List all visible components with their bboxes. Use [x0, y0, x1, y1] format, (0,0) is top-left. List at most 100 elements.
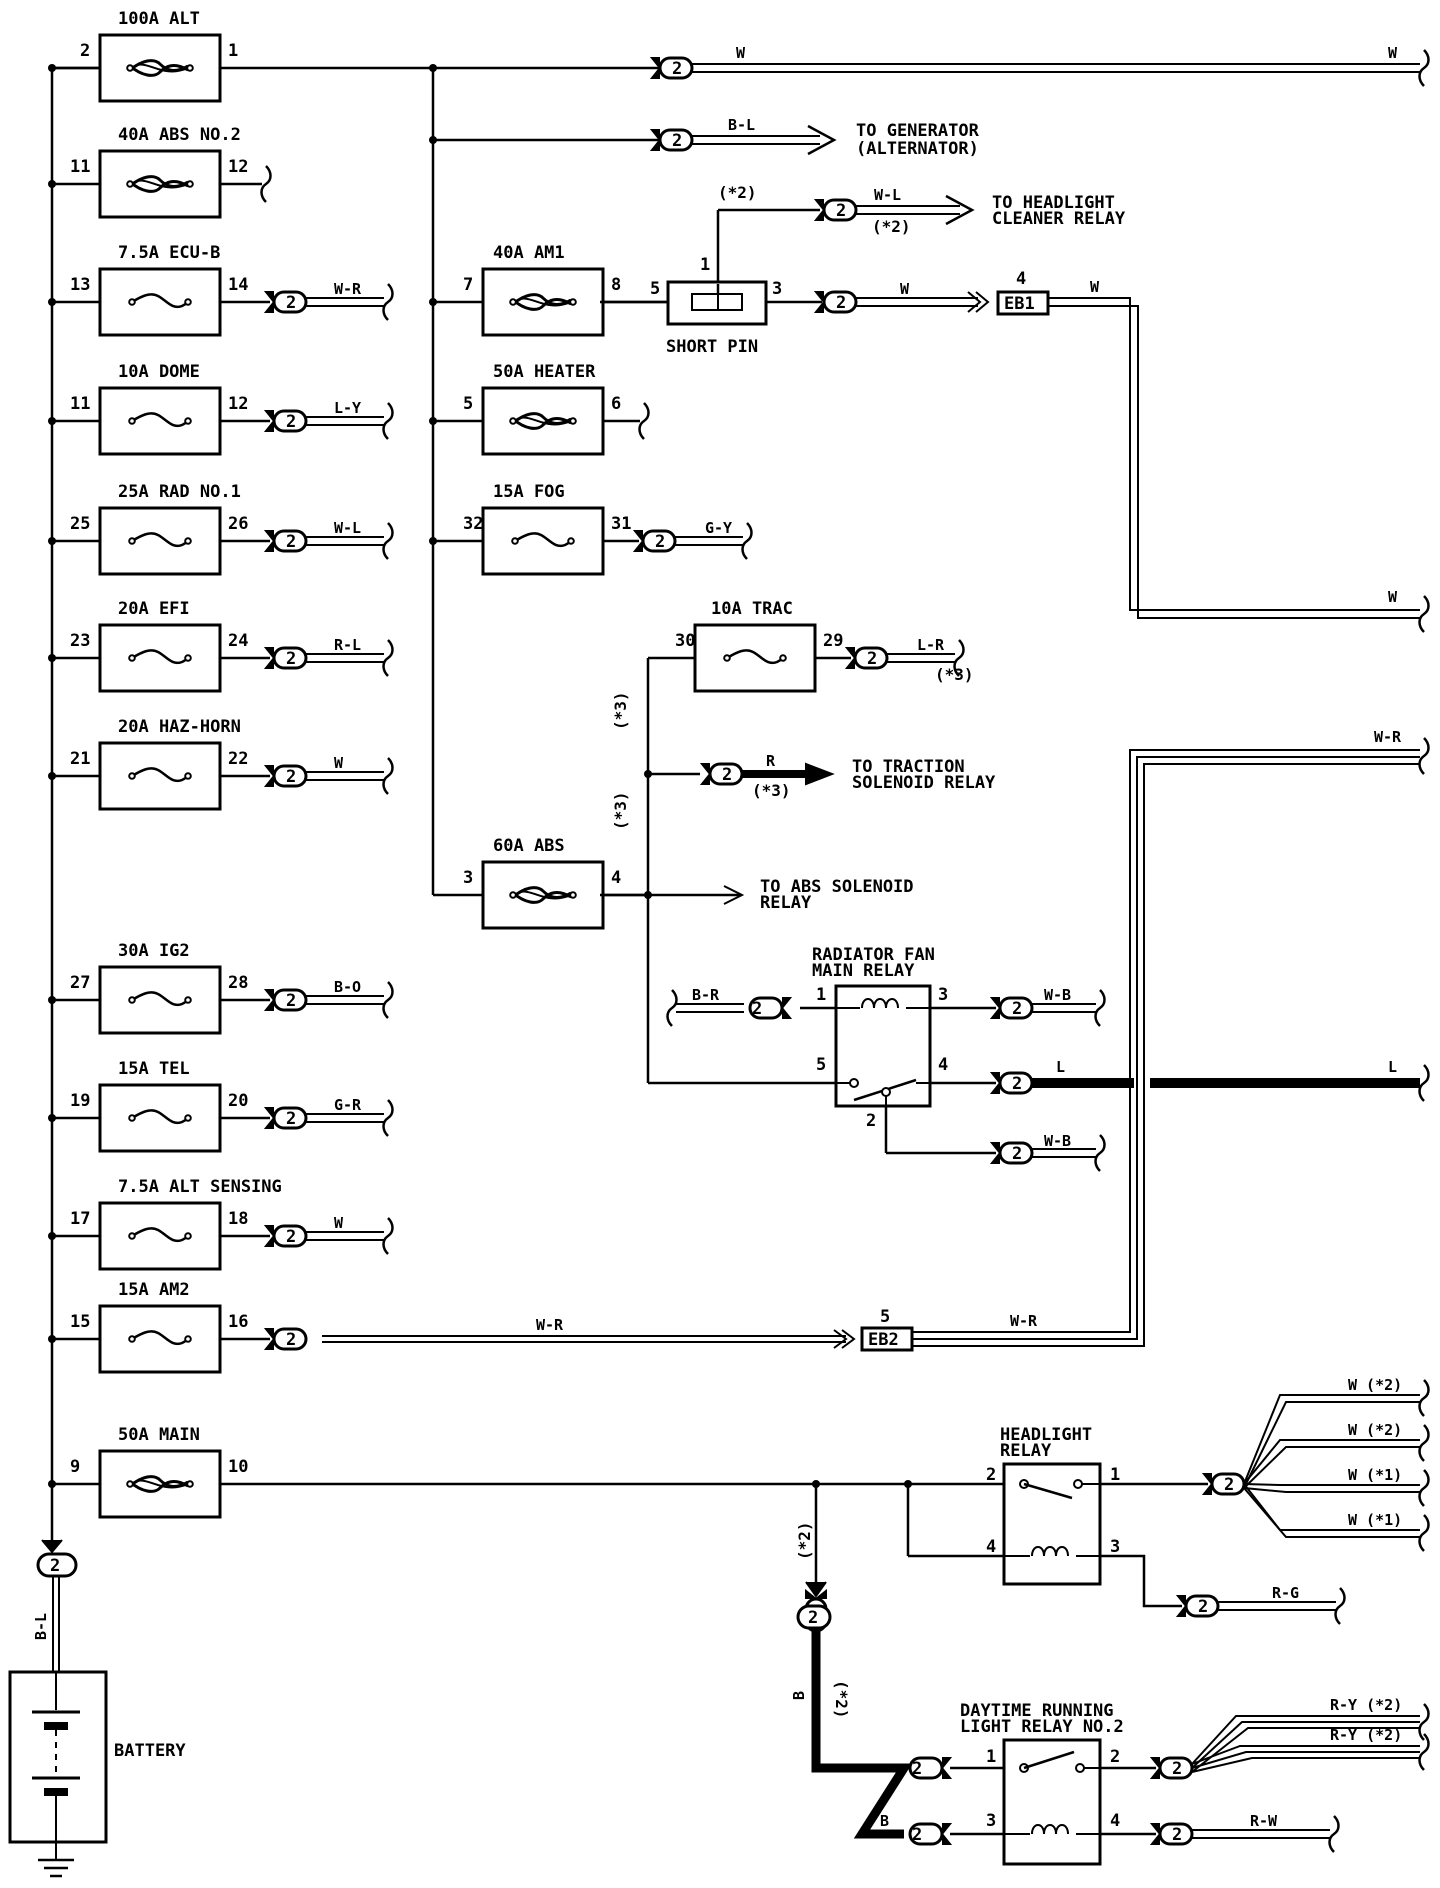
connector-label: 2 [50, 1556, 60, 1576]
wire-label-l: L [1388, 1058, 1397, 1076]
fuse-label: 15A TEL [118, 1059, 190, 1079]
wire-label-b-l: B-L [32, 1613, 50, 1640]
pin-number: 4 [611, 868, 621, 888]
wire-label: B-O [334, 978, 361, 996]
fuse-label: 50A MAIN [118, 1425, 200, 1445]
pin-number: 27 [70, 973, 90, 993]
wire-label-w-l: W-L [874, 186, 901, 204]
short-pin-block: 5 3 1 SHORT PIN 2 W EB1 4 W W [600, 255, 1430, 634]
note-star3: (*3) [752, 781, 791, 800]
fuse-label: 10A TRAC [711, 599, 793, 619]
connector-label: 2 [912, 1759, 922, 1779]
connector-label: 2 [722, 765, 732, 785]
fuse-label: 10A DOME [118, 362, 200, 382]
wire-label: W-L [334, 519, 361, 537]
wire-label-b: B [880, 1812, 889, 1830]
pin-number: 19 [70, 1091, 90, 1111]
pin-number: 4 [1016, 269, 1026, 289]
wire-label-w-r: W-R [536, 1316, 564, 1334]
connector-label: 2 [655, 532, 665, 552]
headlight-cleaner-destination: TO HEADLIGHT [992, 193, 1115, 213]
radiator-fan-main-relay: RADIATOR FAN MAIN RELAY 1 3 5 4 2 2 B-R … [648, 945, 1430, 1173]
abs-solenoid-destination: TO ABS SOLENOID [760, 877, 914, 897]
generator-feed: 2 B-L TO GENERATOR (ALTERNATOR) [650, 116, 980, 159]
note-star3: (*3) [611, 691, 630, 730]
connector-label: 2 [286, 412, 296, 432]
pin-number: 24 [228, 631, 248, 651]
note-star2: (*2) [718, 183, 757, 202]
connector-label: 2 [286, 1109, 296, 1129]
pin-number: 32 [463, 514, 483, 534]
top-w-wire: 2 W W [650, 44, 1430, 88]
wire-label-headlight-out: W (*1) [1348, 1511, 1402, 1529]
drl-relay: DAYTIME RUNNING LIGHT RELAY NO.2 2 2 1 2… [908, 1696, 1430, 1866]
note-star2: (*2) [795, 1521, 814, 1560]
note-star2: (*2) [872, 217, 911, 236]
connector-label: 2 [286, 532, 296, 552]
connector-label: 2 [1172, 1825, 1182, 1845]
pin-number: 9 [70, 1457, 80, 1477]
pin-number: 1 [816, 985, 826, 1005]
pin-number: 4 [986, 1537, 996, 1557]
wire-label: W [334, 1214, 344, 1232]
wire-label: R-L [334, 636, 361, 654]
connector-label: 2 [1198, 1597, 1208, 1617]
fuse-label: 25A RAD NO.1 [118, 482, 241, 502]
connector-label: 2 [286, 293, 296, 313]
fuse-label: 60A ABS [493, 836, 565, 856]
wire-label-b-l: B-L [728, 116, 755, 134]
pin-number: 13 [70, 275, 90, 295]
relay-title: RADIATOR FAN [812, 945, 935, 965]
battery: 2 B-L BATTERY [8, 1539, 186, 1878]
pin-number: 3 [1110, 1537, 1120, 1557]
relay-title: HEADLIGHT [1000, 1425, 1092, 1445]
traction-destination-sub: SOLENOID RELAY [852, 773, 996, 793]
relay-title-sub: MAIN RELAY [812, 961, 915, 981]
pin-number: 12 [228, 157, 248, 177]
connector-label: 2 [912, 1825, 922, 1845]
fuse-label: 100A ALT [118, 9, 200, 29]
pin-number: 22 [228, 749, 248, 769]
connector-label: 2 [1172, 1759, 1182, 1779]
wire-label-b: B [790, 1691, 808, 1700]
wire-label-w: W [1388, 588, 1398, 606]
traction-destination: TO TRACTION [852, 757, 965, 777]
pin-number: 3 [986, 1811, 996, 1831]
main-line: (*2) [220, 1480, 1004, 1598]
fuse-label: 20A EFI [118, 599, 190, 619]
pin-number: 29 [823, 631, 843, 651]
pin-number: 2 [866, 1111, 876, 1131]
connector-label: 2 [286, 1227, 296, 1247]
wire-label: W-R [334, 280, 362, 298]
pin-number: 23 [70, 631, 90, 651]
note-star3: (*3) [935, 665, 974, 684]
relay-title-sub: LIGHT RELAY NO.2 [960, 1717, 1124, 1737]
connector-label: 2 [1012, 1074, 1022, 1094]
fuse-label: 7.5A ECU-B [118, 243, 220, 263]
wire-label-w-top: W [736, 44, 746, 62]
connector-label: 2 [808, 1608, 818, 1628]
wr-wire-eb2: W-R EB2 5 W-R W-R [322, 728, 1430, 1352]
connector-eb1: EB1 [1004, 294, 1035, 314]
pin-number: 21 [70, 749, 90, 769]
fuse-label: 30A IG2 [118, 941, 190, 961]
headlight-cleaner-destination-sub: CLEANER RELAY [992, 209, 1126, 229]
connector-label: 2 [1012, 1144, 1022, 1164]
connector-label: 2 [1224, 1475, 1234, 1495]
pin-number: 1 [986, 1747, 996, 1767]
pin-number: 5 [816, 1055, 826, 1075]
connector-label: 2 [752, 999, 762, 1019]
wire-label-w-top-right: W [1388, 44, 1398, 62]
mid-bus [220, 64, 690, 897]
